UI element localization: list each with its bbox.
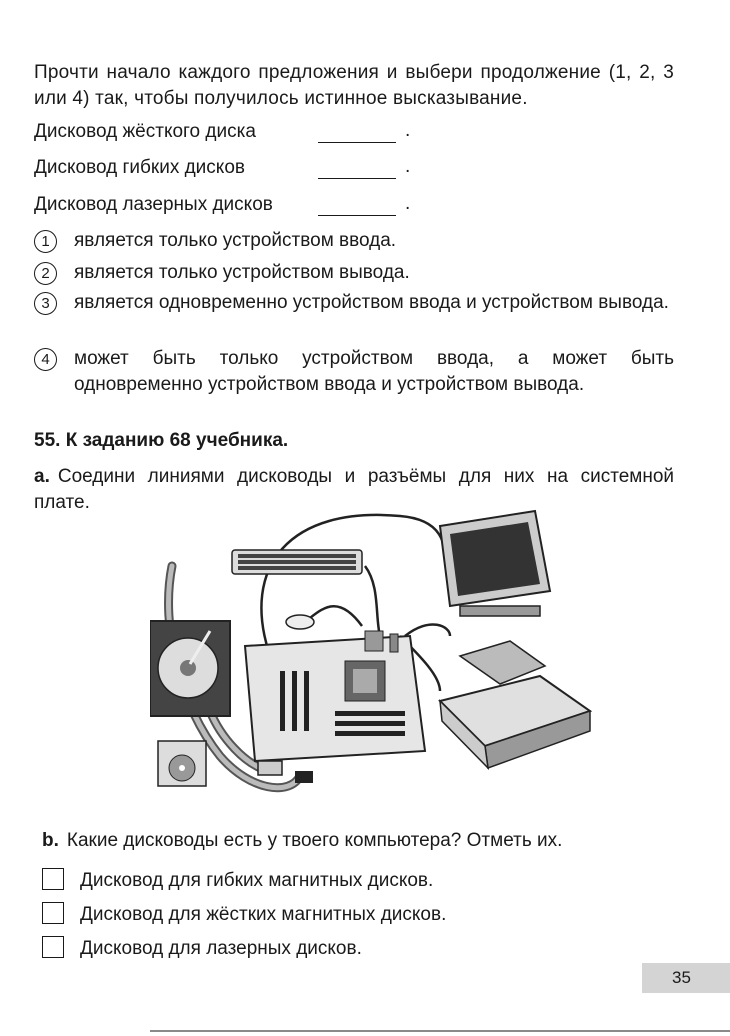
option-1: 1 является только устройством ввода. bbox=[34, 228, 676, 256]
computer-hardware-illustration bbox=[150, 509, 593, 793]
mouse bbox=[285, 614, 315, 630]
task-a-text: Соедини линиями дисководы и разъёмы для … bbox=[34, 466, 674, 513]
checklist-item-optical: Дисковод для лазерных дисков. bbox=[42, 936, 362, 961]
cd-drive bbox=[157, 740, 207, 787]
option-text: является одновременно устройством ввода … bbox=[74, 292, 669, 313]
keyboard bbox=[231, 549, 363, 575]
task-b-text: Какие дисководы есть у твоего компьютера… bbox=[66, 830, 563, 851]
checklist-label: Дисковод для лазерных дисков. bbox=[80, 938, 362, 959]
answer-blank-floppy[interactable] bbox=[318, 178, 396, 179]
keyboard-cable bbox=[363, 565, 382, 637]
period: . bbox=[405, 193, 411, 214]
circled-number-3: 3 bbox=[34, 292, 57, 315]
checklist-item-hdd: Дисковод для жёстких магнитных дисков. bbox=[42, 902, 446, 927]
circled-number-4: 4 bbox=[34, 348, 57, 371]
fill-label: Дисковод гибких дисков bbox=[34, 157, 245, 178]
circled-number-1: 1 bbox=[34, 230, 57, 253]
task-heading: 55. К заданию 68 учебника. bbox=[34, 430, 289, 451]
fill-label: Дисковод лазерных дисков bbox=[34, 194, 273, 215]
option-text: может быть только устройством ввода, а м… bbox=[74, 348, 674, 395]
option-text: является только устройством ввода. bbox=[74, 230, 397, 251]
bottom-divider bbox=[150, 1030, 730, 1032]
task-a: a.Соедини линиями дисководы и разъёмы дл… bbox=[34, 464, 674, 516]
task-letter: b. bbox=[42, 830, 59, 851]
option-3: 3 является одновременно устройством ввод… bbox=[34, 290, 676, 344]
floppy-connector bbox=[295, 771, 313, 783]
printer bbox=[438, 640, 593, 771]
motherboard bbox=[243, 630, 427, 763]
answer-blank-optical[interactable] bbox=[318, 215, 396, 216]
checkbox-floppy[interactable] bbox=[42, 868, 64, 890]
fill-row-optical: Дисковод лазерных дисков bbox=[34, 193, 273, 217]
checkbox-hdd[interactable] bbox=[42, 902, 64, 924]
option-4: 4 может быть только устройством ввода, а… bbox=[34, 346, 676, 400]
task-letter: a. bbox=[34, 466, 50, 487]
checklist-item-floppy: Дисковод для гибких магнитных дисков. bbox=[42, 868, 433, 893]
period: . bbox=[405, 120, 411, 141]
checklist-label: Дисковод для жёстких магнитных дисков. bbox=[80, 904, 447, 925]
monitor bbox=[438, 509, 552, 617]
option-2: 2 является только устройством вывода. bbox=[34, 260, 676, 288]
checklist-label: Дисковод для гибких магнитных дисков. bbox=[80, 870, 434, 891]
answer-blank-hdd[interactable] bbox=[318, 142, 396, 143]
task-b: b. Какие дисководы есть у твоего компьюте… bbox=[42, 828, 562, 854]
option-text: является только устройством вывода. bbox=[74, 262, 410, 283]
fill-label: Дисковод жёсткого диска bbox=[34, 121, 256, 142]
mouse-cable bbox=[309, 605, 364, 627]
period: . bbox=[405, 156, 411, 177]
instruction-text: Прочти начало каждого предложения и выбе… bbox=[34, 62, 674, 109]
circled-number-2: 2 bbox=[34, 262, 57, 285]
hard-disk-drive bbox=[150, 620, 231, 717]
fill-row-hdd: Дисковод жёсткого диска bbox=[34, 120, 256, 144]
page-number: 35 bbox=[642, 963, 730, 993]
fill-row-floppy: Дисковод гибких дисков bbox=[34, 156, 245, 180]
checkbox-optical[interactable] bbox=[42, 936, 64, 958]
ide-connector bbox=[257, 760, 283, 776]
power-cable bbox=[404, 623, 452, 637]
monitor-cable bbox=[260, 513, 452, 657]
